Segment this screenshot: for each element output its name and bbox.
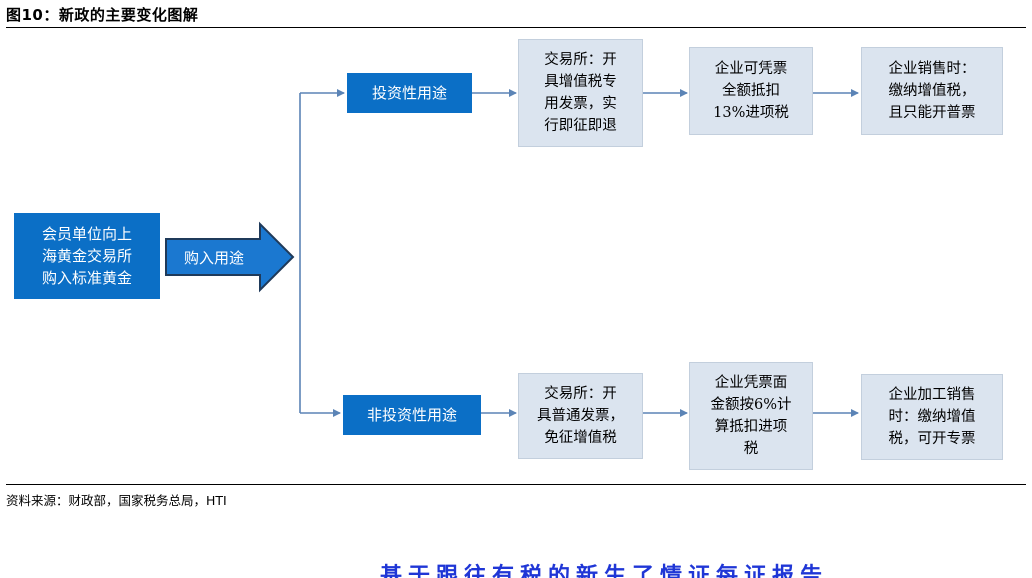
non-investment-step-deduction: 企业凭票面 金额按6%计 算抵扣进项 税 — [689, 362, 813, 470]
investment-step-deduction: 企业可凭票 全额抵扣 13%进项税 — [689, 47, 813, 135]
non-investment-step-sale: 企业加工销售 时：缴纳增值 税，可开专票 — [861, 374, 1003, 460]
origin-box: 会员单位向上 海黄金交易所 购入标准黄金 — [14, 213, 160, 299]
purchase-purpose-label: 购入用途 — [183, 248, 244, 267]
purchase-purpose-arrow — [165, 221, 295, 293]
source-note: 资料来源：财政部，国家税务总局，HTI — [6, 493, 227, 508]
title-divider — [6, 27, 1026, 28]
non-investment-step-exchange: 交易所：开 具普通发票， 免征增值税 — [518, 373, 643, 459]
investment-step-exchange: 交易所：开 具增值税专 用发票，实 行即征即退 — [518, 39, 643, 147]
non-investment-use-box: 非投资性用途 — [343, 395, 481, 435]
figure-title: 图10：新政的主要变化图解 — [6, 6, 199, 24]
investment-use-box: 投资性用途 — [347, 73, 472, 113]
investment-step-sale: 企业销售时： 缴纳增值税， 且只能开普票 — [861, 47, 1003, 135]
report-banner: 基于跟往有税的新生了情证每证报告 — [380, 563, 829, 578]
source-divider — [6, 484, 1026, 485]
